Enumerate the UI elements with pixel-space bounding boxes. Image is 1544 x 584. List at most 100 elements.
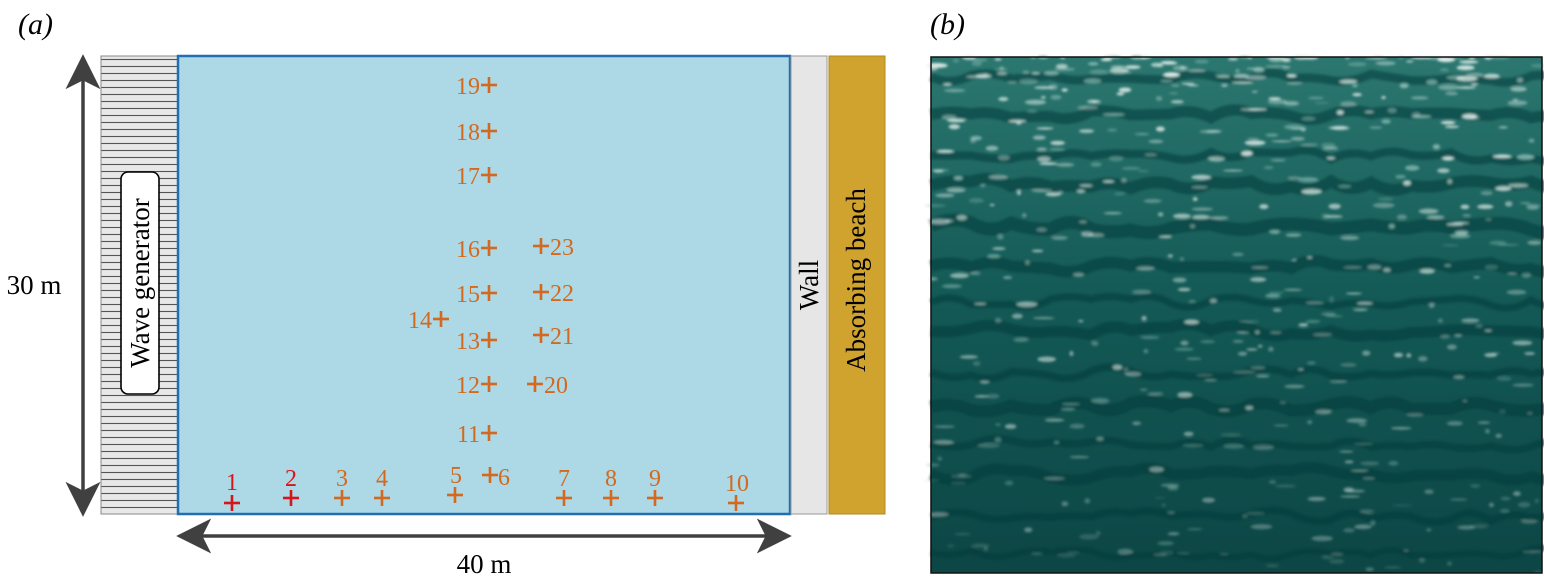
water-glint — [1292, 258, 1297, 261]
water-glint — [1328, 203, 1341, 210]
water-glint — [1300, 143, 1319, 146]
wave-shadow — [929, 255, 1544, 278]
probe-label: 1 — [226, 470, 238, 496]
water-glint — [1418, 208, 1439, 214]
water-glint — [1495, 433, 1503, 439]
water-glint — [1079, 220, 1087, 224]
water-glint — [1143, 349, 1149, 354]
water-glint — [1393, 352, 1404, 358]
water-glint — [1050, 140, 1065, 146]
water-glint — [1066, 551, 1080, 555]
water-glint — [946, 118, 966, 123]
water-glint — [1284, 384, 1305, 389]
water-glint — [1352, 308, 1368, 311]
water-glint — [1446, 421, 1463, 426]
water-glint — [968, 198, 984, 204]
water-glint — [1405, 60, 1414, 63]
water-glint — [966, 75, 987, 78]
water-glint — [1232, 252, 1244, 257]
water-glint — [1285, 233, 1302, 237]
water-glint — [1524, 351, 1536, 356]
water-glint — [1024, 99, 1047, 105]
water-glint — [942, 114, 957, 120]
water-glint — [1077, 105, 1098, 110]
water-glint — [1218, 408, 1230, 412]
water-glint — [1060, 407, 1075, 411]
water-glint — [1245, 405, 1254, 410]
water-glint — [1388, 223, 1395, 229]
water-glint — [1019, 79, 1038, 85]
water-glint — [1143, 198, 1162, 204]
panel-b-label: (b) — [930, 8, 965, 41]
water-glint — [1499, 409, 1506, 414]
water-glint — [1191, 174, 1212, 180]
water-glint — [1170, 100, 1184, 104]
probe-21: 21 — [533, 324, 574, 350]
water-glint — [1307, 255, 1313, 259]
probe-16: 16 — [456, 237, 497, 263]
water-glint — [1287, 176, 1302, 180]
water-glint — [951, 474, 972, 478]
water-glint — [1016, 189, 1022, 196]
water-glint — [1343, 489, 1366, 493]
water-glint — [1391, 504, 1413, 507]
probe-label: 5 — [450, 463, 462, 489]
water-glint — [974, 395, 990, 398]
probe-label: 16 — [456, 237, 480, 263]
water-glint — [1155, 96, 1163, 102]
water-glint — [986, 393, 1000, 399]
water-glint — [1377, 197, 1394, 201]
water-glint — [956, 214, 967, 221]
water-glint — [1442, 156, 1455, 161]
water-glint — [1336, 110, 1344, 115]
water-glint — [1057, 554, 1076, 558]
water-glint — [1245, 75, 1266, 80]
water-glint — [1140, 335, 1160, 339]
water-glint — [1273, 424, 1289, 427]
wave-shadow — [929, 395, 1544, 418]
water-glint — [1008, 119, 1027, 123]
water-glint — [1510, 86, 1527, 92]
water-glint — [1356, 301, 1373, 305]
water-glint — [1172, 65, 1189, 71]
water-glint — [1220, 433, 1242, 436]
probe-label: 8 — [605, 466, 617, 492]
water-glint — [1507, 272, 1517, 275]
water-glint — [1246, 348, 1258, 351]
water-glint — [1113, 192, 1126, 196]
water-glint — [1173, 213, 1191, 219]
water-glint — [1124, 371, 1142, 377]
probe-14: 14 — [408, 308, 449, 334]
water-glint — [1233, 370, 1255, 374]
water-glint — [1061, 88, 1068, 92]
probe-label: 10 — [725, 471, 749, 497]
water-glint — [1177, 287, 1191, 292]
water-glint — [1167, 532, 1180, 536]
water-glint — [1116, 92, 1125, 96]
water-glint — [1025, 260, 1030, 266]
water-glint — [1305, 319, 1321, 324]
water-glint — [1269, 229, 1281, 234]
water-glint — [1399, 83, 1409, 89]
water-glint — [1383, 267, 1391, 273]
water-glint — [1306, 361, 1316, 365]
water-glint — [1036, 127, 1054, 130]
water-glint — [1485, 428, 1490, 434]
water-glint — [1045, 192, 1061, 197]
wave-shadow — [929, 172, 1544, 196]
water-glint — [1036, 147, 1048, 151]
water-glint — [1340, 101, 1357, 107]
water-glint — [1122, 71, 1132, 73]
water-glint — [1090, 162, 1102, 167]
water-glint — [928, 67, 938, 71]
water-glint — [1519, 202, 1531, 205]
water-glint — [1340, 235, 1360, 241]
wave-shadow — [929, 363, 1544, 383]
water-glint — [1144, 153, 1157, 156]
water-glint — [998, 154, 1010, 161]
water-glint — [1050, 94, 1062, 100]
water-glint — [1449, 498, 1468, 501]
water-glint — [1062, 403, 1080, 406]
water-glint — [1007, 81, 1017, 84]
